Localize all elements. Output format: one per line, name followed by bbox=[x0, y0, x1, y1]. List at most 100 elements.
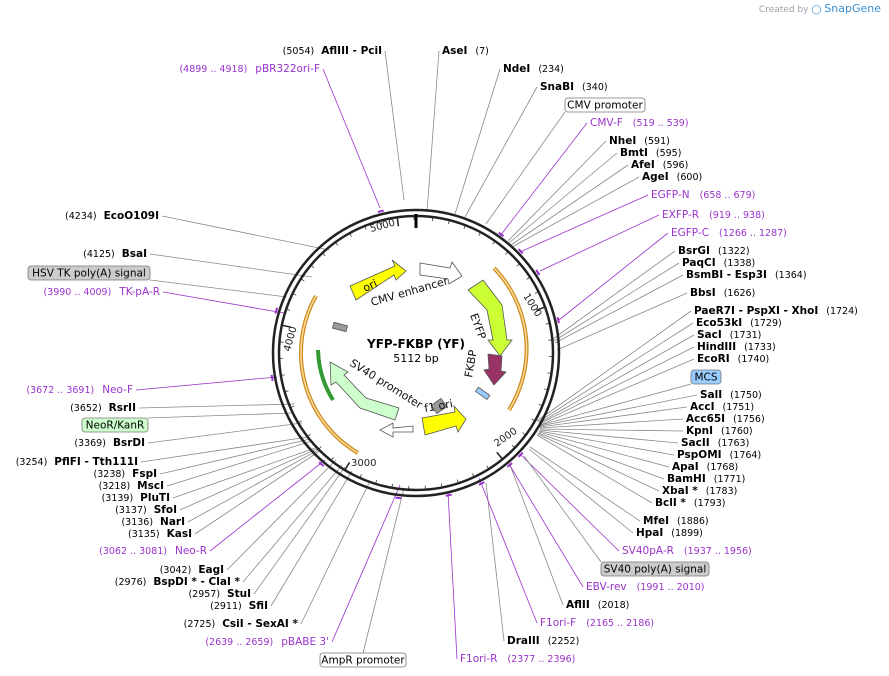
leader-line bbox=[537, 432, 665, 480]
ori-arrow bbox=[349, 259, 407, 301]
leader-line bbox=[149, 253, 313, 278]
ruler-tick bbox=[492, 240, 496, 245]
leader-line bbox=[553, 262, 680, 342]
site-position: (1763) bbox=[718, 438, 750, 449]
site-position: (596) bbox=[663, 160, 689, 171]
site-label-afliii-pci: (5054)AflIII - PciI bbox=[283, 45, 382, 57]
ruler-tick bbox=[536, 306, 546, 311]
site-position: (2957) bbox=[188, 589, 220, 600]
site-label-bspdi: (2976)BspDI * - ClaI * bbox=[115, 576, 241, 588]
ruler-tick bbox=[511, 444, 516, 449]
eyfp-arrow bbox=[467, 279, 513, 357]
leader-line bbox=[159, 438, 311, 475]
leader-line bbox=[539, 214, 660, 272]
site-name: AccI bbox=[690, 401, 714, 413]
site-position: (591) bbox=[644, 136, 670, 147]
site-label-stui: (2957)StuI bbox=[188, 588, 251, 600]
leader-line bbox=[187, 448, 321, 523]
ruler-tick bbox=[330, 457, 334, 461]
ruler-tick bbox=[318, 446, 322, 450]
leader-line bbox=[242, 464, 343, 583]
site-label-afei: AfeI(596) bbox=[631, 159, 688, 171]
neo-kan-arc bbox=[316, 349, 335, 402]
ruler-tick bbox=[496, 451, 504, 460]
primer-mark bbox=[395, 496, 402, 500]
leader-line bbox=[454, 68, 501, 215]
ruler-tick bbox=[364, 225, 367, 230]
primer-position: (2165 .. 2186) bbox=[586, 618, 654, 629]
site-name: BsaI bbox=[122, 248, 147, 260]
primer-label-f1orir: F1ori-R(2377 .. 2396) bbox=[460, 653, 575, 665]
site-position: (1783) bbox=[706, 486, 738, 497]
feature-box-text: MCS bbox=[694, 372, 717, 384]
site-name: BamHI bbox=[667, 473, 706, 485]
ruler-tick bbox=[538, 403, 543, 407]
site-name: PluTI bbox=[140, 492, 170, 504]
ruler-tick bbox=[300, 278, 305, 282]
feature-box-frame bbox=[564, 97, 646, 113]
ruler-tick bbox=[463, 225, 466, 230]
site-name: AgeI bbox=[642, 171, 669, 183]
primer-position: (2639 .. 2659) bbox=[205, 637, 273, 648]
leader-line bbox=[539, 358, 695, 426]
site-position: (5054) bbox=[283, 46, 315, 57]
ruler-tick bbox=[290, 405, 295, 408]
primer-position: (658 .. 679) bbox=[700, 190, 756, 201]
leader-line bbox=[538, 346, 695, 425]
primer-name: pBR322ori-F bbox=[255, 63, 320, 75]
primer-mark bbox=[517, 248, 524, 255]
site-label-hpai: HpaI(1899) bbox=[636, 527, 703, 539]
leader-line bbox=[552, 250, 676, 340]
site-label-pflfi: (3254)PflFI - Tth111I bbox=[16, 456, 138, 468]
feature-box-frame bbox=[690, 369, 722, 385]
ruler-tick bbox=[292, 293, 297, 296]
feature-label-eyfp: EYFP bbox=[467, 312, 488, 342]
site-position: (3136) bbox=[121, 517, 153, 528]
site-position: (3652) bbox=[70, 403, 102, 414]
primer-label-neof: (3672 .. 3691)Neo-F bbox=[26, 384, 133, 396]
primer-name: EXFP-R bbox=[662, 209, 699, 221]
primer-label-pbabe: (2639 .. 2659)pBABE 3' bbox=[205, 636, 329, 648]
site-label-nari: (3136)NarI bbox=[121, 516, 185, 528]
sv40-promoter-arrow bbox=[329, 361, 400, 421]
site-position: (2725) bbox=[184, 619, 216, 630]
site-position: (600) bbox=[677, 172, 703, 183]
leader-line bbox=[138, 403, 296, 409]
site-name: EagI bbox=[198, 564, 224, 576]
site-position: (1626) bbox=[724, 288, 756, 299]
site-name: SfoI bbox=[154, 504, 177, 516]
primer-name: CMV-F bbox=[590, 117, 623, 129]
site-label-bbsi: BbsI(1626) bbox=[690, 287, 755, 299]
site-position: (1771) bbox=[714, 474, 746, 485]
feature-box-frame bbox=[81, 417, 149, 433]
site-name: MscI bbox=[137, 480, 164, 492]
blue-mcs-box bbox=[474, 386, 491, 401]
site-position: (1899) bbox=[671, 528, 703, 539]
site-label-acc65i: Acc65I(1756) bbox=[686, 413, 765, 425]
leader-line bbox=[507, 140, 607, 242]
site-name: NheI bbox=[609, 135, 636, 147]
ruler-tick bbox=[286, 308, 291, 311]
leader-line bbox=[536, 310, 692, 422]
primer-position: (3990 .. 4009) bbox=[43, 287, 111, 298]
leader-line bbox=[162, 291, 285, 314]
site-name: MfeI bbox=[643, 515, 669, 527]
leader-line bbox=[529, 446, 641, 522]
site-name: PflFI - Tth111I bbox=[54, 456, 138, 468]
ruler-tick bbox=[478, 232, 481, 236]
site-label-agei: AgeI (600) bbox=[642, 171, 702, 183]
leader-line bbox=[540, 383, 692, 426]
feature-label-fkbp: FKBP bbox=[462, 349, 480, 379]
site-label-snabi: SnaBI(340) bbox=[540, 81, 608, 93]
site-label-kpni: KpnI(1760) bbox=[686, 425, 753, 437]
site-label-paqci: PaqCI(1338) bbox=[682, 257, 755, 269]
feature-box-mcs: MCS bbox=[690, 369, 722, 385]
primer-label-egfpc: EGFP-C(1266 .. 1287) bbox=[671, 227, 787, 239]
primer-position: (4899 .. 4918) bbox=[179, 64, 247, 75]
leader-line bbox=[523, 455, 602, 563]
leader-line bbox=[538, 431, 670, 468]
primer-mark bbox=[506, 462, 513, 468]
cds-arc-left-inner bbox=[300, 295, 359, 454]
site-position: (2911) bbox=[210, 601, 242, 612]
